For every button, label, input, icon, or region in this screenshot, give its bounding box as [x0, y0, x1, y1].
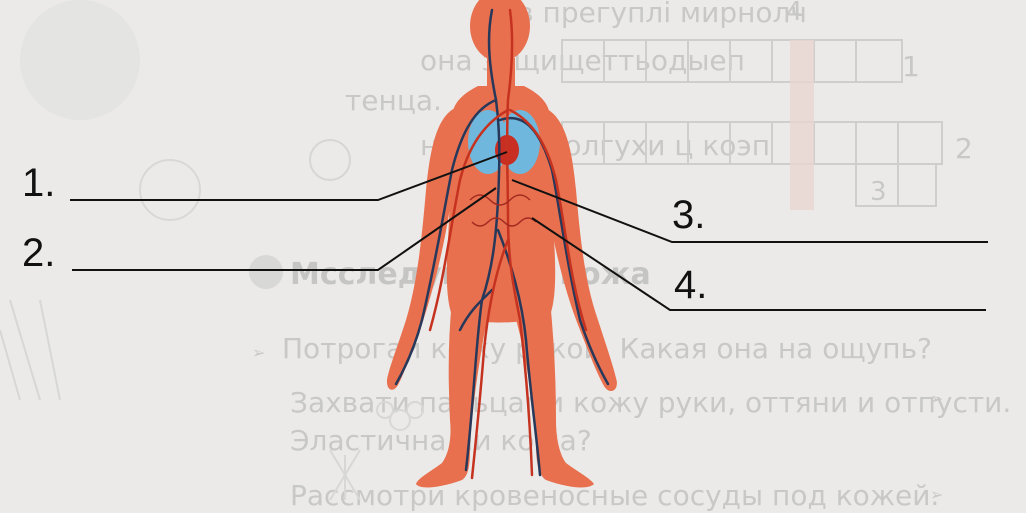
bg-grid-number-2: 2 — [955, 132, 973, 165]
bg-section-icon — [249, 255, 283, 289]
bg-grid-number-3: 3 — [870, 177, 887, 207]
bg-arrow-icon: ➢ — [252, 343, 265, 362]
label-3: 3. — [672, 193, 705, 237]
bg-text-line2: она защищеттьодыеп — [420, 44, 745, 77]
bg-grid-number-4: 4 — [786, 0, 803, 27]
leader-line-3 — [512, 180, 988, 242]
label-4: 4. — [674, 263, 707, 307]
bg-eye-shape — [20, 0, 140, 120]
label-2: 2. — [22, 231, 55, 275]
bg-bubble — [140, 160, 200, 220]
bg-text-line3: тенца. — [345, 84, 442, 117]
bg-bubble — [310, 140, 350, 180]
bg-grid-number-1: 1 — [902, 50, 920, 83]
bg-task-3: Рассмотри кровеносные сосуды под кожей. — [290, 479, 939, 512]
bg-text-line1: ов прегуплі мирнолч — [500, 0, 807, 29]
label-1: 1. — [22, 161, 55, 205]
leader-line-4 — [532, 218, 986, 310]
bg-task-2: Захвати пальцами кожу руки, оттяни и отп… — [290, 386, 1011, 419]
